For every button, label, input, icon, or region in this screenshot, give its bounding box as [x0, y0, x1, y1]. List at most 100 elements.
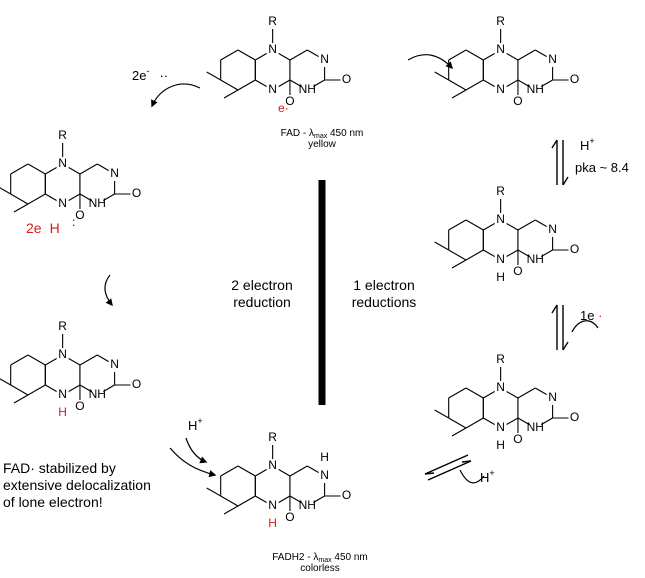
n3-atom: NH: [527, 420, 544, 434]
r-group: R: [58, 319, 67, 333]
ring-bond: [289, 49, 308, 61]
fad-caption: FAD - λmax 450 nm: [281, 128, 364, 140]
arrows: [104, 54, 599, 484]
atom-label-background: [494, 185, 507, 199]
ring-bond: [10, 193, 29, 205]
atom-label-background: [546, 223, 559, 237]
n5-atom: N: [58, 196, 67, 210]
ring-bond: [448, 49, 467, 61]
ring-bond: [517, 219, 536, 231]
ring-bond: [448, 79, 467, 91]
atom-label-background: [494, 353, 507, 367]
pka-label: pka ~ 8.4: [575, 160, 629, 175]
ring-bond: [220, 465, 239, 477]
n10-atom: N: [496, 212, 505, 226]
n1-atom: N: [320, 52, 329, 66]
o2-atom: O: [570, 72, 579, 86]
one-electron-label-1: 1 electron: [353, 277, 414, 293]
atom-label-background: [529, 253, 542, 267]
atom-label-background: [340, 73, 353, 87]
r-group: R: [268, 430, 277, 444]
methyl-bond: [0, 378, 11, 386]
r-group: R: [268, 14, 277, 28]
atom-label-background: [266, 43, 279, 57]
h5-atom: H: [58, 405, 67, 419]
n1-atom: N: [320, 468, 329, 482]
note-line-3: of lone electron!: [3, 494, 103, 510]
electron-dot-label: e·: [278, 101, 289, 115]
atom-label-background: [108, 358, 121, 372]
o2-atom: O: [570, 410, 579, 424]
curved-arrow-2e: [151, 83, 201, 108]
atom-label-background: [494, 15, 507, 29]
ring-bond: [465, 79, 484, 91]
atom-label-background: [130, 378, 143, 392]
atom-label-background: [73, 400, 86, 414]
ring-bond: [237, 49, 256, 61]
ring-bond: [448, 219, 467, 231]
ring-bond: [465, 387, 484, 399]
n3-atom: NH: [527, 82, 544, 96]
h-plus-right: H+: [580, 136, 595, 153]
n10-atom: N: [58, 156, 67, 170]
atom-label-background: [494, 271, 507, 285]
atom-label-background: [130, 187, 143, 201]
atom-label-background: [340, 489, 353, 503]
atom-label-background: [266, 517, 279, 531]
n1-atom: N: [548, 52, 557, 66]
r-group: R: [496, 14, 505, 28]
atom-label-background: [494, 213, 507, 227]
n10-atom: N: [496, 42, 505, 56]
h5-atom: H: [496, 270, 505, 284]
ring-bond: [517, 387, 536, 399]
atom-label-background: [266, 15, 279, 29]
atom-label-background: [494, 83, 507, 97]
fad-color-label: yellow: [308, 139, 337, 150]
methyl-bond: [0, 187, 11, 195]
ring-bond: [10, 354, 29, 366]
r-group: R: [496, 184, 505, 198]
atom-label-background: [568, 411, 581, 425]
atom-label-background: [56, 157, 69, 171]
curved-arrow-hplus: [185, 437, 208, 464]
atom-label-background: [529, 83, 542, 97]
atom-label-background: [494, 421, 507, 435]
atom-label-background: [318, 451, 331, 465]
one-e-label: 1e ·: [580, 308, 602, 323]
o4-atom: O: [285, 510, 294, 524]
methyl-bond: [451, 427, 467, 437]
two-electron-label-1: 2 electron: [231, 277, 292, 293]
fadh2-color-label: colorless: [300, 563, 339, 574]
atom-label-background: [494, 439, 507, 453]
atom-label-background: [266, 499, 279, 513]
atom-label-background: [283, 511, 296, 525]
curved-arrow-top-right: [407, 54, 453, 70]
ring-bond: [10, 163, 29, 175]
ring-bond: [27, 193, 46, 205]
o2-atom: O: [132, 377, 141, 391]
atom-label-background: [266, 83, 279, 97]
two-electron-top-label: 2e-··: [132, 66, 168, 83]
ring-bond: [79, 163, 98, 175]
atom-label-background: [266, 459, 279, 473]
r-group: R: [496, 352, 505, 366]
o2-atom: O: [342, 72, 351, 86]
o4-atom: O: [513, 432, 522, 446]
methyl-bond: [13, 203, 29, 213]
ring-bond: [27, 384, 46, 396]
n10-atom: N: [496, 380, 505, 394]
h-plus-mid: H+: [188, 416, 203, 433]
atom-label-background: [546, 391, 559, 405]
methyl-bond: [223, 505, 239, 515]
n5-atom: N: [496, 252, 505, 266]
o2-atom: O: [342, 488, 351, 502]
atom-label-background: [511, 265, 524, 279]
n10-atom: N: [268, 458, 277, 472]
atom-label-background: [283, 95, 296, 109]
fadh2-caption: FADH2 - λmax 450 nm: [272, 552, 368, 564]
atom-label-background: [56, 197, 69, 211]
atom-label-background: [91, 388, 104, 402]
n3-atom: NH: [89, 387, 106, 401]
